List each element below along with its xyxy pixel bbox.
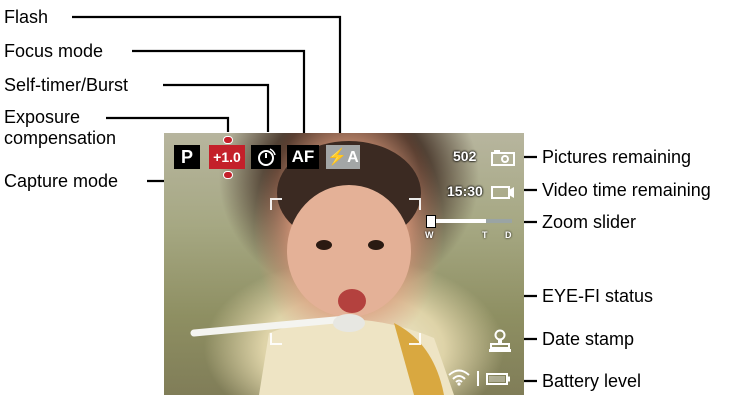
leader-exposure	[106, 116, 230, 132]
zoom-digital-label: D	[505, 230, 512, 240]
flash-mode-indicator: ⚡A	[326, 145, 360, 169]
self-timer-indicator	[251, 145, 281, 169]
leader-self-timer	[163, 83, 270, 132]
label-capture-mode: Capture mode	[4, 171, 119, 191]
focus-mode-indicator: AF	[287, 145, 319, 169]
capture-mode-indicator: P	[174, 145, 200, 169]
zoom-wide-label: W	[425, 230, 434, 240]
label-exposure-line2: compensation	[4, 128, 117, 148]
label-video-time-remaining: Video time remaining	[542, 180, 711, 200]
label-exposure-line1: Exposure	[4, 107, 81, 127]
label-flash: Flash	[4, 7, 49, 27]
preview-photo	[190, 141, 454, 395]
zoom-slider-digital-range	[486, 219, 512, 223]
self-timer-icon	[258, 148, 276, 166]
label-exposure-compensation: Exposure compensation	[4, 107, 116, 149]
status-divider	[477, 371, 479, 386]
video-camera-icon	[491, 186, 514, 199]
video-time-remaining: 15:30	[447, 183, 483, 199]
label-self-timer-burst: Self-timer/Burst	[4, 75, 129, 95]
battery-icon	[486, 373, 510, 385]
focus-frame-top-left	[270, 198, 282, 210]
label-zoom-slider: Zoom slider	[542, 212, 637, 232]
label-eye-fi-status: EYE-FI status	[542, 286, 654, 306]
wifi-icon	[448, 369, 470, 386]
exposure-up-arrow-icon	[223, 136, 233, 144]
zoom-tele-label: T	[482, 230, 488, 240]
exposure-compensation-indicator: +1.0	[209, 145, 245, 169]
label-battery-level: Battery level	[542, 371, 642, 391]
focus-frame-top-right	[409, 198, 421, 210]
label-date-stamp: Date stamp	[542, 329, 635, 349]
exposure-down-arrow-icon	[223, 171, 233, 179]
pictures-remaining-count: 502	[453, 148, 477, 164]
focus-frame-bottom-right	[409, 333, 421, 345]
label-pictures-remaining: Pictures remaining	[542, 147, 692, 167]
camera-lcd-screen: P +1.0 AF ⚡A 502 15:30 W T D	[164, 133, 524, 395]
camera-icon	[491, 150, 515, 166]
zoom-slider-thumb	[426, 215, 436, 228]
date-stamp-icon	[489, 329, 511, 352]
label-focus-mode: Focus mode	[4, 41, 104, 61]
zoom-slider-track	[426, 219, 512, 223]
focus-frame-bottom-left	[270, 333, 282, 345]
